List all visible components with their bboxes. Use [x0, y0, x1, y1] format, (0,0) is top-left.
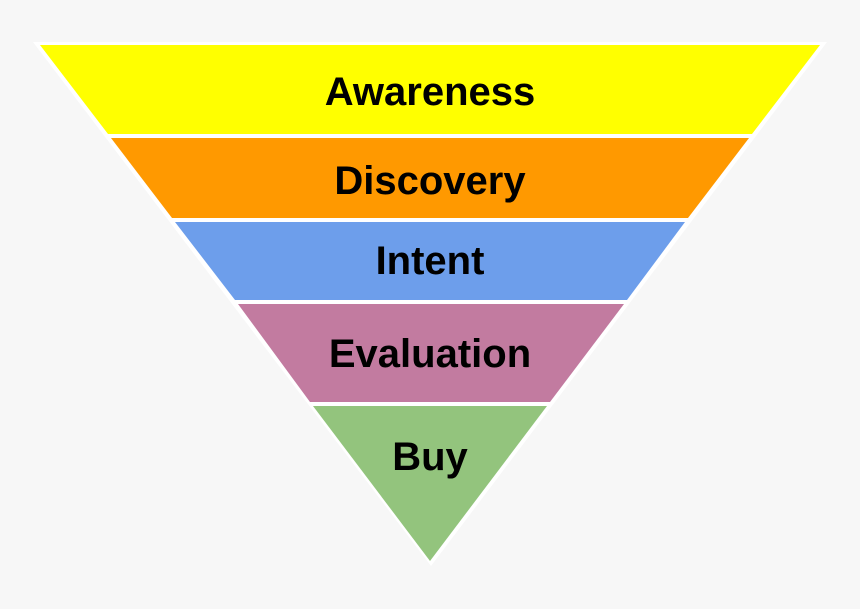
funnel-stage-intent: [175, 222, 685, 300]
stage-label-intent: Intent: [375, 239, 485, 283]
stage-label-awareness: Awareness: [324, 70, 536, 114]
stage-label-buy: Buy: [392, 435, 468, 479]
stage-label-discovery: Discovery: [334, 159, 526, 203]
funnel-stage-awareness: [40, 45, 820, 134]
stage-label-evaluation: Evaluation: [328, 332, 532, 376]
funnel-stage-buy: [313, 406, 547, 561]
funnel-stage-evaluation: [238, 304, 624, 402]
funnel-stage-discovery: [111, 138, 749, 218]
